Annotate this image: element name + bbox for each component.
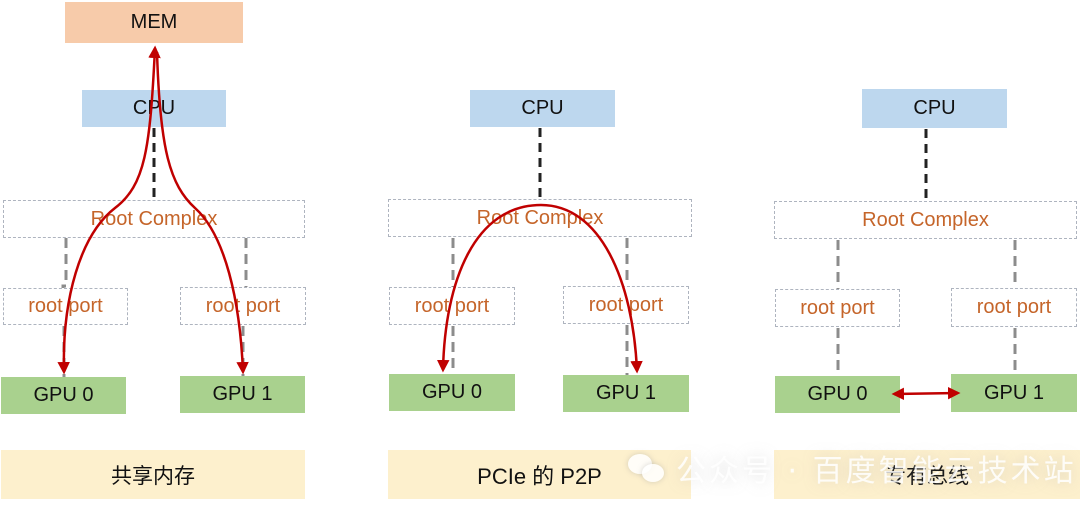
root-port-label: root port — [414, 294, 490, 317]
gpu-0-label: GPU 0 — [421, 381, 483, 403]
caption-pcie-p2p: PCIe 的 P2P — [388, 450, 691, 499]
wechat-icon — [628, 452, 668, 484]
cpu-box: CPU — [470, 90, 615, 127]
gpu-1-box: GPU 1 — [563, 375, 689, 412]
root-port-box: root port — [389, 287, 515, 325]
root-port-box: root port — [951, 288, 1077, 327]
root-port-box: root port — [3, 288, 128, 325]
gpu-0-box: GPU 0 — [775, 376, 900, 413]
caption-text: PCIe 的 P2P — [477, 463, 602, 489]
root-complex-box: Root Complex — [388, 199, 692, 237]
caption-text: 专有总线 — [885, 463, 969, 488]
root-port-label: root port — [588, 293, 664, 316]
gpu-0-box: GPU 0 — [1, 377, 126, 414]
cpu-label: CPU — [132, 97, 176, 119]
gpu-0-box: GPU 0 — [389, 374, 515, 411]
root-complex-label: Root Complex — [90, 207, 218, 230]
root-complex-box: Root Complex — [774, 201, 1077, 239]
cpu-box: CPU — [862, 89, 1007, 128]
caption-shared-memory: 共享内存 — [1, 450, 305, 499]
cpu-label: CPU — [913, 97, 956, 119]
gpu-1-box: GPU 1 — [951, 374, 1077, 412]
gpu-1-label: GPU 1 — [595, 382, 657, 404]
caption-dedicated-bus: 专有总线 — [774, 450, 1080, 499]
root-port-label: root port — [205, 294, 281, 317]
watermark: 公众号 · 百度智能云技术站 — [628, 446, 1077, 490]
root-complex-label: Root Complex — [476, 206, 604, 229]
gpu-1-label: GPU 1 — [212, 383, 273, 405]
gpu-0-label: GPU 0 — [33, 384, 94, 406]
root-port-label: root port — [28, 295, 103, 317]
mem-label: MEM — [130, 11, 178, 33]
dedicated-bus-link — [891, 386, 961, 401]
root-complex-label: Root Complex — [862, 208, 989, 231]
root-port-box: root port — [180, 287, 306, 325]
gpu-1-label: GPU 1 — [983, 381, 1045, 404]
gpu-0-label: GPU 0 — [807, 383, 868, 405]
root-port-label: root port — [800, 296, 875, 319]
watermark-text: 公众号 · 百度智能云技术站 — [676, 454, 1077, 489]
root-complex-box: Root Complex — [3, 200, 305, 238]
root-port-label: root port — [976, 296, 1052, 318]
cpu-label: CPU — [521, 97, 564, 119]
cpu-box: CPU — [82, 90, 226, 127]
root-port-box: root port — [775, 289, 900, 327]
root-port-box: root port — [563, 286, 689, 324]
mem-box: MEM — [65, 2, 243, 43]
caption-text: 共享内存 — [111, 463, 195, 488]
gpu-1-box: GPU 1 — [180, 376, 305, 413]
rc-to-rootport-link — [61, 238, 68, 288]
